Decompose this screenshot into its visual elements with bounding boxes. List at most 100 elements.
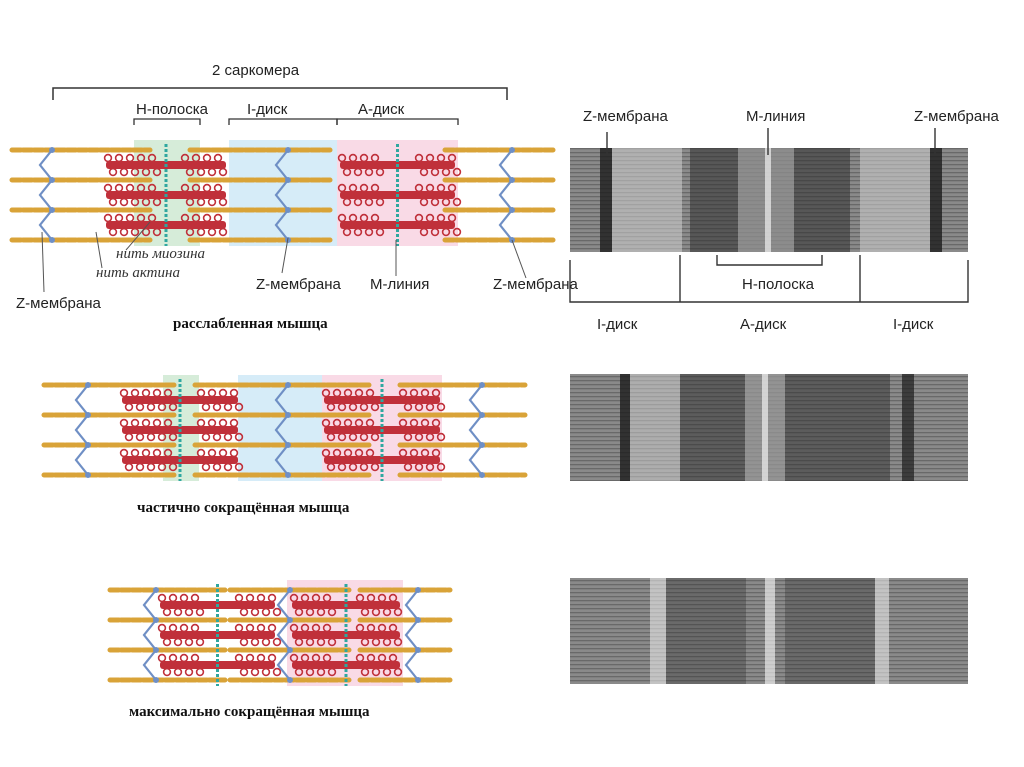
myosin-head [348, 183, 358, 193]
z-membrane-line [274, 384, 290, 476]
myosin-head [141, 197, 151, 207]
label-pointers [41, 221, 527, 293]
z-node [509, 177, 515, 183]
myosin-head [223, 432, 233, 442]
micro-i-right-label: I-диск [893, 316, 934, 333]
z-node [285, 177, 291, 183]
myosin-head [452, 197, 462, 207]
myosin-head [261, 667, 271, 677]
myosin-head [162, 607, 172, 617]
micro-z-right-label: Z-мембрана [914, 108, 999, 125]
myosin-head [191, 153, 201, 163]
myosin-head [168, 653, 178, 663]
myosin-head [436, 402, 446, 412]
z-membrane-line [274, 149, 290, 241]
myosin-head [213, 183, 223, 193]
myosin-head [234, 623, 244, 633]
myosin-head [195, 637, 205, 647]
myosin-head [430, 167, 440, 177]
myosin-head [162, 667, 172, 677]
myosin-head [141, 388, 151, 398]
z-membrane-line [498, 149, 514, 241]
myosin-head [119, 448, 129, 458]
myosin-head [196, 227, 206, 237]
myosin-head [289, 593, 299, 603]
myosin-head [207, 418, 217, 428]
myosin-head [327, 637, 337, 647]
myosin-head [360, 607, 370, 617]
myosin-head [152, 197, 162, 207]
myosin-head [425, 213, 435, 223]
myosin-head [420, 388, 430, 398]
z-node [85, 472, 91, 478]
myosin-head [157, 462, 167, 472]
partial-caption: частично сокращённая мышца [137, 500, 350, 516]
myosin-head [272, 607, 282, 617]
myosin-head [398, 418, 408, 428]
myosin-head [322, 653, 332, 663]
myosin-head [223, 402, 233, 412]
myosin-head [452, 227, 462, 237]
myosin-head [207, 227, 217, 237]
myosin-head [245, 653, 255, 663]
z-node [479, 412, 485, 418]
z-node [85, 382, 91, 388]
myosin-head [207, 448, 217, 458]
myosin-head [157, 432, 167, 442]
z-node [285, 472, 291, 478]
micrograph-brackets [569, 128, 969, 303]
z-node [85, 442, 91, 448]
myosin-head [294, 607, 304, 617]
myosin-head [136, 153, 146, 163]
myosin-head [353, 167, 363, 177]
myosin-head [371, 637, 381, 647]
myosin-head [366, 623, 376, 633]
myosin-head [103, 213, 113, 223]
myosin-head [202, 183, 212, 193]
myosin-head [184, 607, 194, 617]
myosin-head [311, 593, 321, 603]
z-node [49, 177, 55, 183]
myosin-head [239, 667, 249, 677]
myosin-head [393, 637, 403, 647]
myosin-head [179, 593, 189, 603]
myosin-head [370, 183, 380, 193]
myosin-head [207, 197, 217, 207]
myosin-head [234, 432, 244, 442]
myosin-head [196, 448, 206, 458]
relaxed-caption: расслабленная мышца [173, 316, 328, 332]
myosin-head [135, 462, 145, 472]
z-node [49, 237, 55, 243]
sarcomere-label: 2 саркомера [212, 62, 300, 79]
myosin-head [125, 183, 135, 193]
myosin-head [185, 197, 195, 207]
myosin-head [141, 418, 151, 428]
myosin-head [180, 213, 190, 223]
myosin-head [348, 462, 358, 472]
myosin-head [332, 448, 342, 458]
z-node [509, 207, 515, 213]
a-band-dark [785, 578, 875, 684]
z-line-band [930, 148, 942, 252]
myosin-head [409, 388, 419, 398]
myosin-head [382, 607, 392, 617]
myosin-head [342, 227, 352, 237]
maximal-micrograph [570, 578, 968, 684]
myosin-head [360, 667, 370, 677]
myosin-head [130, 197, 140, 207]
myosin-head [364, 227, 374, 237]
myosin-head [196, 197, 206, 207]
myosin-head [213, 153, 223, 163]
myosin-head [180, 183, 190, 193]
i-disk-label: I-диск [247, 101, 288, 118]
myosin-head [300, 623, 310, 633]
myosin-head [430, 227, 440, 237]
z-node [509, 147, 515, 153]
z-node [479, 382, 485, 388]
myosin-head [234, 593, 244, 603]
z-node [153, 617, 159, 623]
myosin-head [141, 448, 151, 458]
myosin-head [382, 637, 392, 647]
myosin-head [359, 213, 369, 223]
myosin-head [185, 227, 195, 237]
